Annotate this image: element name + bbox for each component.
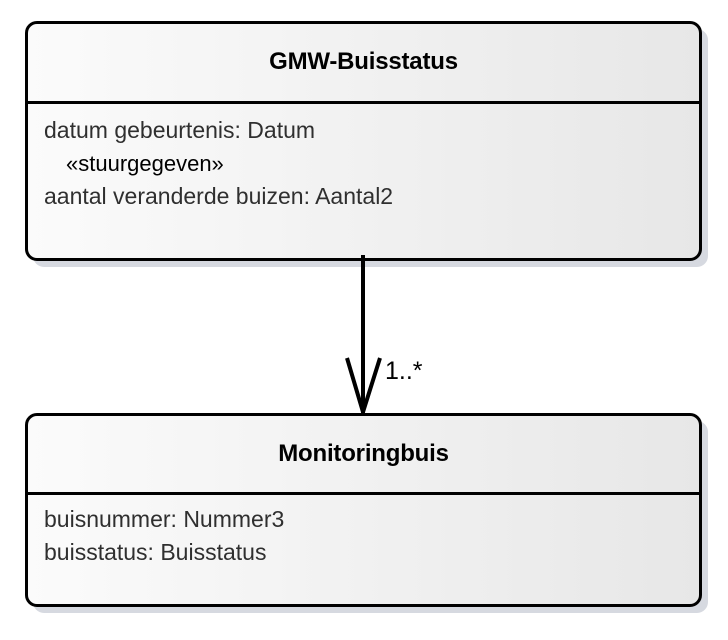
class-attributes-gmw-buisstatus: datum gebeurtenis: Datum «stuurgegeven» … (28, 104, 699, 258)
association-connector (345, 255, 382, 419)
class-box-monitoringbuis[interactable]: Monitoringbuis buisnummer: Nummer3 buiss… (25, 413, 702, 607)
attribute-stereotype: «stuurgegeven» (66, 150, 224, 176)
attribute-row: aantal veranderde buizen: Aantal2 (44, 182, 394, 209)
attribute-row: buisnummer: Nummer3 (44, 506, 285, 532)
arrowhead-icon (345, 357, 382, 419)
association-multiplicity-label: 1..* (385, 357, 423, 385)
class-header-monitoringbuis: Monitoringbuis (28, 416, 699, 495)
class-box-gmw-buisstatus[interactable]: GMW-Buisstatus datum gebeurtenis: Datum … (25, 21, 702, 261)
class-header-gmw-buisstatus: GMW-Buisstatus (28, 24, 699, 104)
attribute-row: buisstatus: Buisstatus (44, 538, 267, 565)
attribute-row: datum gebeurtenis: Datum (44, 117, 316, 143)
class-attributes-monitoringbuis: buisnummer: Nummer3 buisstatus: Buisstat… (28, 495, 699, 604)
class-title-monitoringbuis: Monitoringbuis (278, 439, 449, 467)
class-title-gmw-buisstatus: GMW-Buisstatus (269, 48, 458, 76)
